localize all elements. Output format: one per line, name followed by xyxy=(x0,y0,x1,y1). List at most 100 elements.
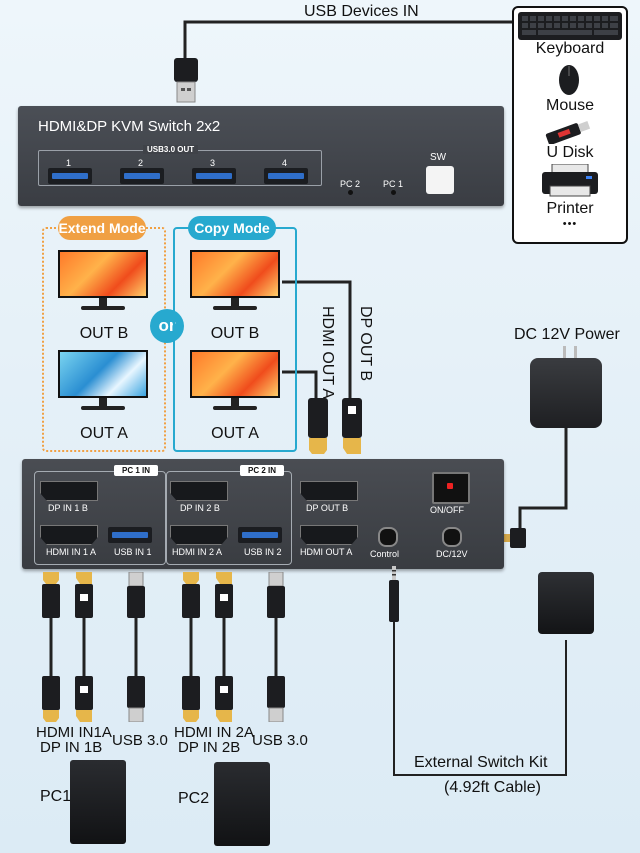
external-kit-cable-length: (4.92ft Cable) xyxy=(444,779,541,796)
monitor-screen xyxy=(190,350,280,398)
audio-jack-plug-icon xyxy=(389,566,399,622)
displayport-plug-icon xyxy=(342,398,362,454)
usb-plug-icon xyxy=(174,58,198,103)
hdmi-in-2a-port[interactable] xyxy=(170,525,228,545)
usb-in-cable xyxy=(183,20,512,60)
pc1-indicator-led xyxy=(391,190,396,195)
usb-in-1-port[interactable] xyxy=(108,527,152,543)
pc2-indicator-label: PC 2 xyxy=(340,179,361,189)
usb-out-port-1[interactable] xyxy=(48,168,92,184)
more-devices-ellipsis: ••• xyxy=(562,218,578,230)
on-off-label: ON/OFF xyxy=(430,505,464,515)
displayport-plug-icon xyxy=(215,572,233,618)
pc1-video-label-line2: DP IN 1B xyxy=(40,739,103,756)
monitor-extend-b xyxy=(58,250,148,314)
usb-plug-icon xyxy=(127,572,145,618)
monitor-copy-a xyxy=(190,350,280,414)
pc1-in-tag: PC 1 IN xyxy=(114,465,158,476)
usb-out-port-4[interactable] xyxy=(264,168,308,184)
sw-button[interactable] xyxy=(426,166,454,194)
hdmi-out-a-port[interactable] xyxy=(300,525,358,545)
hdmi-in-1a-port[interactable] xyxy=(40,525,98,545)
device-label-mouse: Mouse xyxy=(545,97,595,114)
usb-out-port-number: 1 xyxy=(66,158,72,168)
pc1-in-group-frame xyxy=(34,471,166,565)
displayport-plug-icon xyxy=(75,676,93,722)
usb-out-port-3[interactable] xyxy=(192,168,236,184)
pc1-label: PC1 xyxy=(40,788,72,805)
copy-mode-pill: Copy Mode xyxy=(188,216,276,240)
keyboard-icon xyxy=(518,12,622,40)
usb-out-port-number: 3 xyxy=(210,158,216,168)
external-switch-box-icon[interactable] xyxy=(538,572,594,634)
device-label-u-disk: U Disk xyxy=(546,144,594,161)
kit-cable xyxy=(393,620,567,776)
usb-in-1-label: USB IN 1 xyxy=(114,547,152,557)
pc2-in-tag: PC 2 IN xyxy=(240,465,284,476)
dp-in-1b-label: DP IN 1 B xyxy=(48,503,88,513)
monitor-extend-a xyxy=(58,350,148,414)
power-adapter-icon xyxy=(530,358,602,428)
pc1-indicator-label: PC 1 xyxy=(383,179,404,189)
usb-out-port-number: 4 xyxy=(282,158,288,168)
hdmi-plug-icon xyxy=(42,676,60,722)
dp-in-2b-port[interactable] xyxy=(170,481,228,501)
dc-plug-icon xyxy=(500,528,526,548)
copy-out-a-label: OUT A xyxy=(211,425,259,442)
device-label-printer: Printer xyxy=(546,200,594,217)
hdmi-out-cable xyxy=(282,370,318,400)
hdmi-out-a-port-label: HDMI OUT A xyxy=(300,547,353,557)
hdmi-plug-icon xyxy=(182,572,200,618)
pc2-usb-label: USB 3.0 xyxy=(252,732,308,749)
control-label: Control xyxy=(370,549,400,559)
mouse-icon xyxy=(559,65,579,95)
device-label-keyboard: Keyboard xyxy=(535,40,605,57)
power-rocker-switch[interactable] xyxy=(432,472,470,504)
control-jack[interactable] xyxy=(378,527,398,547)
sw-label: SW xyxy=(430,152,447,163)
switch-title: HDMI&DP KVM Switch 2x2 xyxy=(38,118,221,135)
usb-plug-icon xyxy=(267,572,285,618)
usb-drive-icon xyxy=(545,121,591,144)
displayport-plug-icon xyxy=(75,572,93,618)
dc12v-jack[interactable] xyxy=(442,527,462,547)
power-prongs-icon xyxy=(563,346,577,360)
kvm-switch-rear-panel: PC 1 IN PC 2 IN DP IN 1 B DP IN 2 B DP O… xyxy=(22,459,504,569)
dc12v-label: DC/12V xyxy=(436,549,468,559)
copy-out-b-label: OUT B xyxy=(210,325,260,342)
pc1-video-label-line1: HDMI IN1A xyxy=(36,724,112,741)
usb-plug-icon xyxy=(127,676,145,722)
dc-power-label: DC 12V Power xyxy=(514,326,620,343)
hdmi-plug-icon xyxy=(182,676,200,722)
usb-devices-panel: Keyboard Mouse U Disk Printer ••• xyxy=(512,6,628,244)
usb-out-port-number: 2 xyxy=(138,158,144,168)
hdmi-plug-icon xyxy=(308,398,328,454)
printer-icon xyxy=(542,164,598,197)
kvm-switch-front-panel: HDMI&DP KVM Switch 2x2 USB3.0 OUT 1 2 3 … xyxy=(18,106,504,206)
pc2-tower-icon xyxy=(214,762,270,846)
monitor-screen xyxy=(58,250,148,298)
or-badge: or xyxy=(150,309,184,343)
pc2-video-label-line1: HDMI IN 2A xyxy=(174,724,255,741)
monitor-screen xyxy=(190,250,280,298)
usb-in-2-port[interactable] xyxy=(238,527,282,543)
usb-devices-heading: USB Devices IN xyxy=(304,3,419,20)
pc2-in-group-frame xyxy=(166,471,292,565)
dp-out-b-port[interactable] xyxy=(300,481,358,501)
hdmi-plug-icon xyxy=(42,572,60,618)
monitor-screen xyxy=(58,350,148,398)
usb-out-label: USB3.0 OUT xyxy=(143,145,199,154)
usb-in-2-label: USB IN 2 xyxy=(244,547,282,557)
pc1-usb-label: USB 3.0 xyxy=(112,732,168,749)
dp-in-1b-port[interactable] xyxy=(40,481,98,501)
usb-out-port-2[interactable] xyxy=(120,168,164,184)
displayport-plug-icon xyxy=(215,676,233,722)
usb-plug-icon xyxy=(267,676,285,722)
extend-out-b-label: OUT B xyxy=(79,325,129,342)
external-kit-title: External Switch Kit xyxy=(414,754,548,771)
pc2-video-label-line2: DP IN 2B xyxy=(178,739,241,756)
dp-out-cable xyxy=(282,280,352,400)
monitor-copy-b xyxy=(190,250,280,314)
hdmi-out-a-cable-label: HDMI OUT A xyxy=(319,306,336,400)
